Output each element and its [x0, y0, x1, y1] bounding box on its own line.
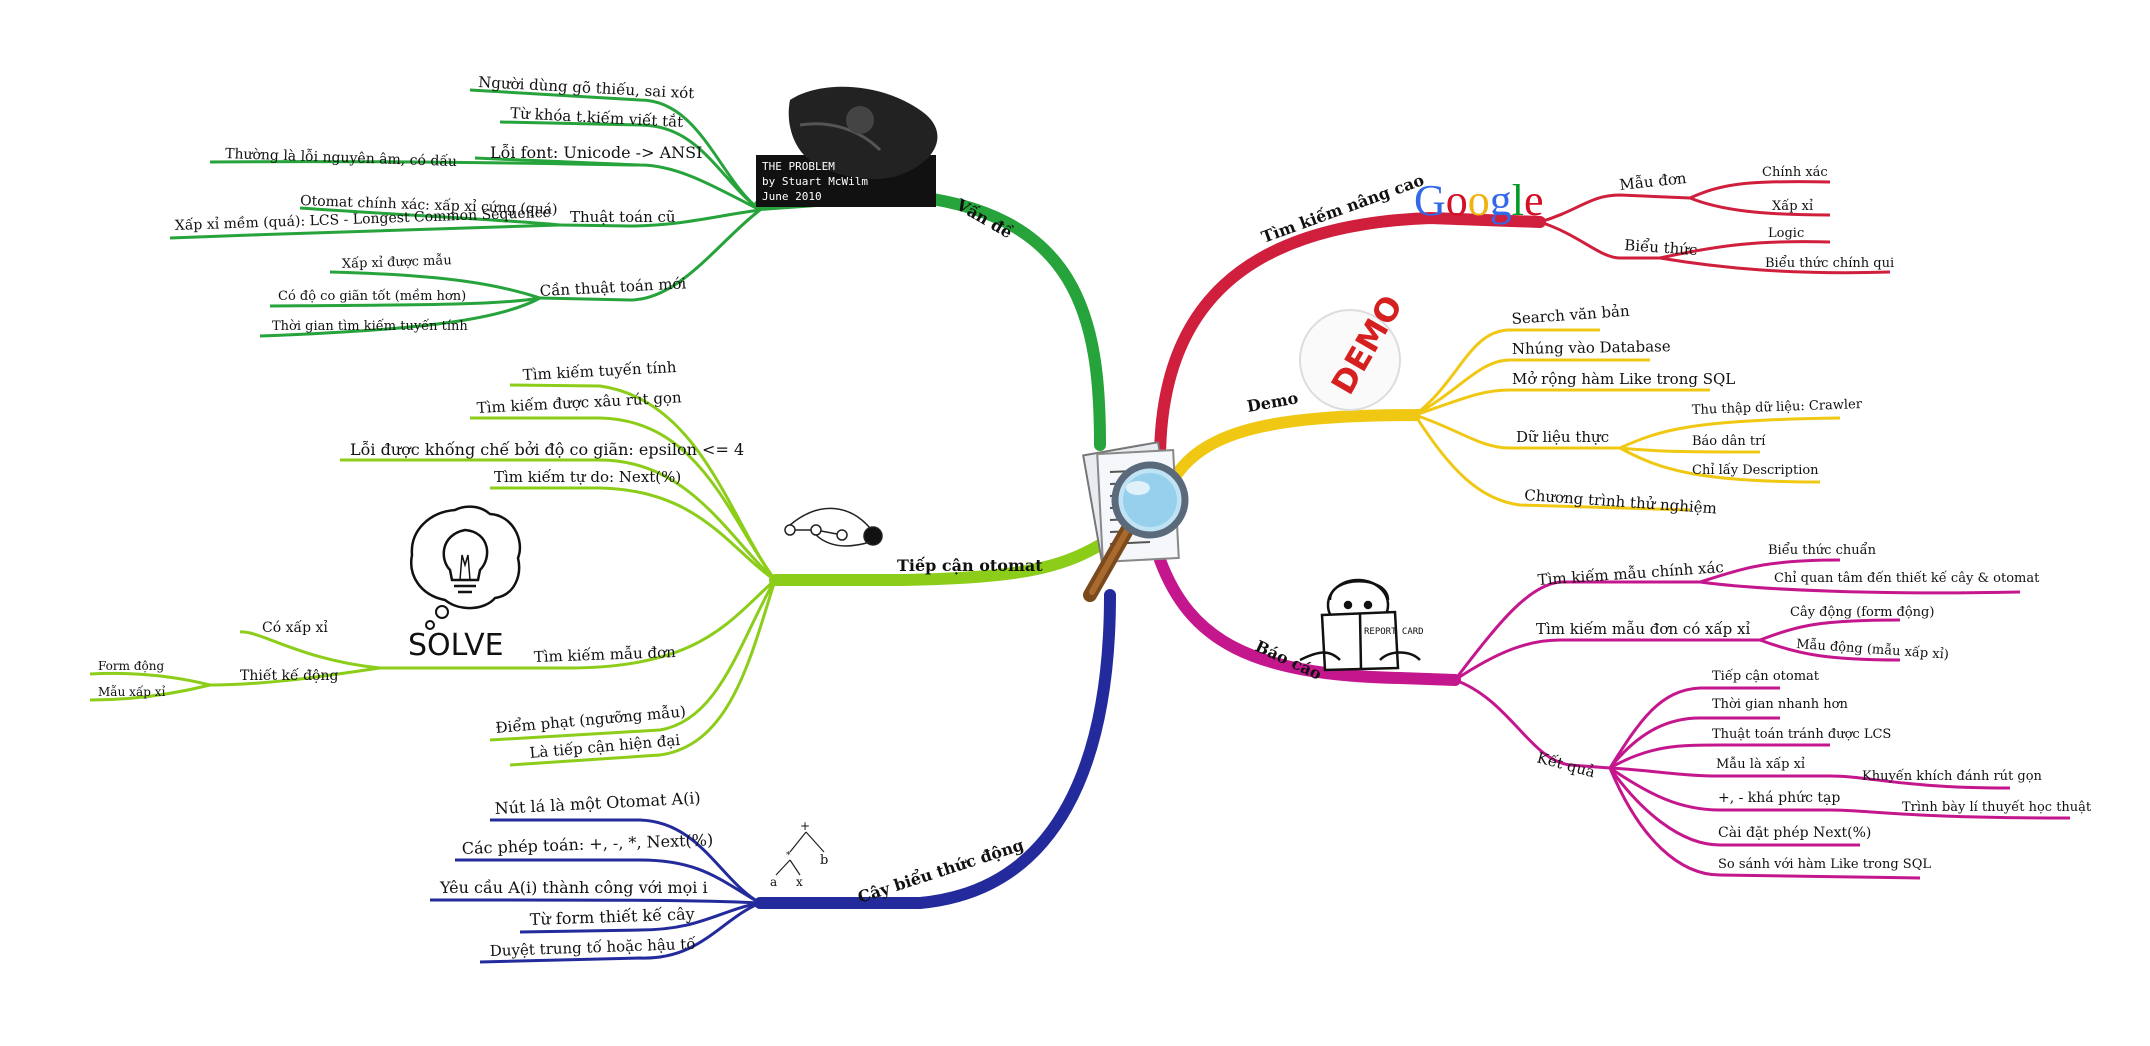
- node-cay-4: Từ form thiết kế cây: [529, 904, 694, 929]
- node-tiep-can-5: Tìm kiếm mẫu đơn: [534, 643, 677, 666]
- bao-cao-lines: [1453, 558, 2071, 880]
- tiep-can-lines: [89, 383, 777, 767]
- node-demo-5: Thu thập dữ liệu: Crawler: [1692, 397, 1863, 418]
- node-demo-2: Nhúng vào Database: [1512, 337, 1671, 358]
- automaton-graph-icon: [784, 507, 883, 547]
- branch-tim-kiem: [1154, 211, 1546, 466]
- node-bao-cao-9: Thời gian nhanh hơn: [1712, 697, 1848, 712]
- book-line-1: THE PROBLEM: [762, 160, 835, 173]
- node-demo-6: Báo dân trí: [1692, 434, 1766, 449]
- book-line-2: by Stuart McWilm: [762, 175, 868, 188]
- node-demo-8: Chương trình thử nghiệm: [1524, 486, 1718, 517]
- node-van-de-5: Thuật toán cũ: [570, 208, 676, 226]
- google-logo: Google: [1414, 176, 1544, 225]
- node-van-de-11: Thời gian tìm kiếm tuyến tính: [272, 318, 468, 334]
- main-branches: [754, 188, 1546, 909]
- node-bao-cao-3: Chỉ quan tâm đến thiết kế cây & otomat: [1774, 570, 2040, 586]
- node-tiep-can-3: Lỗi được khống chế bởi độ co giãn: epsil…: [350, 440, 744, 459]
- node-van-de-10: Có độ co giãn tốt (mềm hơn): [278, 288, 466, 304]
- node-bao-cao-7: Kết quả: [1535, 748, 1597, 781]
- pelican-book-icon: THE PROBLEM by Stuart McWilm June 2010: [756, 86, 938, 207]
- expression-tree-icon: + b * a x: [770, 819, 828, 889]
- label-tiep-can: Tiếp cận otomat: [897, 556, 1043, 575]
- node-tiep-can-4: Tìm kiếm tự do: Next(%): [494, 468, 681, 486]
- branch-van-de: [754, 188, 1106, 451]
- node-van-de-9: Xấp xỉ được mẫu: [342, 252, 452, 272]
- tim-kiem-labels: Mẫu đơn Chính xác Xấp xỉ Biểu thức Logic…: [1619, 165, 1895, 271]
- solve-text: SOLVE: [408, 628, 504, 663]
- node-tim-kiem-3: Xấp xỉ: [1772, 198, 1813, 214]
- node-van-de-3: Lỗi font: Unicode -> ANSI: [490, 143, 702, 162]
- document-magnifier-icon: [1082, 441, 1189, 602]
- node-cay-1: Nút lá là một Otomat A(i): [494, 788, 701, 818]
- node-bao-cao-14: Trình bày lí thuyết học thuật: [1902, 799, 2092, 815]
- node-tiep-can-6: Có xấp xỉ: [262, 619, 328, 636]
- cay-labels: Nút lá là một Otomat A(i) Các phép toán:…: [439, 788, 713, 960]
- node-tim-kiem-1: Mẫu đơn: [1619, 169, 1688, 194]
- node-van-de-2: Từ khóa t.kiếm viết tắt: [510, 104, 684, 131]
- node-bao-cao-1: Tìm kiếm mẫu chính xác: [1537, 558, 1724, 589]
- label-demo: Demo: [1245, 388, 1299, 416]
- node-demo-3: Mở rộng hàm Like trong SQL: [1512, 370, 1735, 388]
- node-bao-cao-11: Mẫu là xấp xỉ: [1716, 756, 1805, 772]
- node-cay-2: Các phép toán: +, -, *, Next(%): [461, 830, 713, 858]
- svg-text:a: a: [770, 875, 777, 889]
- demo-stamp-icon: DEMO: [1299, 289, 1410, 411]
- node-van-de-4: Thường là lỗi nguyên âm, có dấu: [225, 145, 457, 170]
- svg-text:b: b: [820, 853, 828, 868]
- svg-text:x: x: [796, 875, 803, 889]
- node-cay-3: Yêu cầu A(i) thành công với mọi i: [439, 878, 708, 897]
- node-bao-cao-16: So sánh với hàm Like trong SQL: [1718, 857, 1931, 872]
- report-card-text: REPORT CARD: [1364, 627, 1424, 637]
- node-tiep-can-2: Tìm kiếm được xâu rút gọn: [476, 388, 682, 417]
- label-tim-kiem: Tìm kiếm nâng cao: [1259, 170, 1427, 247]
- van-de-labels: Người dùng gõ thiếu, sai xót Từ khóa t.k…: [175, 73, 703, 334]
- svg-text:*: *: [786, 851, 791, 861]
- node-demo-4: Dữ liệu thực: [1516, 428, 1609, 446]
- node-tim-kiem-2: Chính xác: [1762, 165, 1828, 180]
- node-tiep-can-8: Form động: [98, 659, 164, 673]
- branch-cay: [754, 589, 1116, 909]
- node-tim-kiem-6: Biểu thức chính qui: [1765, 255, 1894, 271]
- book-line-3: June 2010: [762, 190, 822, 203]
- branch-demo: [1164, 409, 1421, 491]
- node-bao-cao-2: Biểu thức chuẩn: [1768, 542, 1877, 558]
- van-de-lines: [169, 88, 761, 338]
- cay-lines: [429, 818, 761, 964]
- svg-text:+: +: [800, 819, 810, 833]
- branch-bao-cao: [1154, 554, 1461, 686]
- node-van-de-8: Cần thuật toán mới: [539, 274, 687, 300]
- node-bao-cao-4: Tìm kiếm mẫu đơn có xấp xỉ: [1536, 620, 1750, 638]
- svg-text:Google: Google: [1414, 176, 1544, 225]
- node-bao-cao-12: Khuyến khích đánh rút gọn: [1862, 768, 2043, 784]
- node-tiep-can-1: Tìm kiếm tuyến tính: [522, 358, 677, 384]
- node-bao-cao-13: +, - khá phức tạp: [1718, 790, 1840, 806]
- lightbulb-solve-icon: SOLVE: [408, 505, 522, 663]
- demo-lines: [1413, 328, 1841, 512]
- node-demo-7: Chỉ lấy Description: [1692, 462, 1819, 478]
- node-tim-kiem-4: Biểu thức: [1624, 236, 1698, 259]
- report-card-icon: REPORT CARD: [1299, 578, 1424, 672]
- node-tim-kiem-5: Logic: [1768, 226, 1804, 241]
- node-bao-cao-8: Tiếp cận otomat: [1712, 668, 1820, 684]
- node-bao-cao-5: Cây động (form động): [1790, 605, 1934, 620]
- node-demo-1: Search văn bản: [1511, 302, 1630, 328]
- tim-kiem-lines: [1539, 180, 1891, 275]
- demo-labels: Search văn bản Nhúng vào Database Mở rộn…: [1511, 302, 1863, 518]
- node-tiep-can-7: Thiết kế động: [240, 667, 338, 684]
- branch-tiep-can: [769, 539, 1106, 586]
- node-bao-cao-10: Thuật toán tránh được LCS: [1712, 727, 1891, 742]
- node-bao-cao-15: Cài đặt phép Next(%): [1718, 824, 1871, 841]
- node-tiep-can-9: Mẫu xấp xỉ: [98, 684, 166, 699]
